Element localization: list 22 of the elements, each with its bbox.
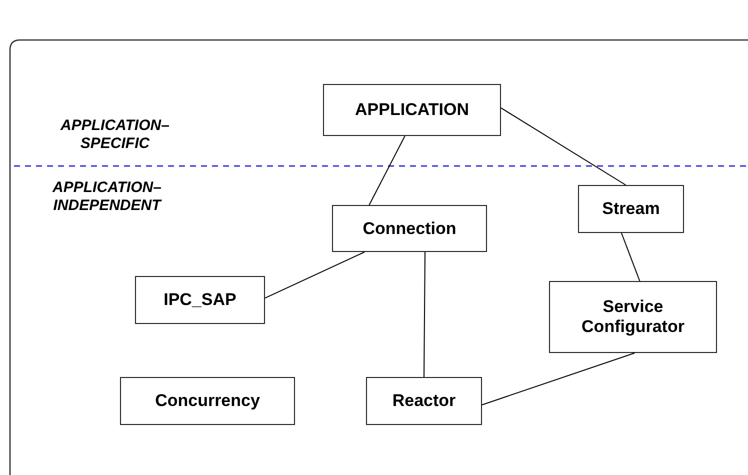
module-box <box>549 281 717 353</box>
module-box <box>332 205 487 252</box>
connector-line <box>500 107 626 186</box>
module-name: Stream <box>602 199 660 219</box>
layer-label: APPLICATION– SPECIFIC <box>59 117 170 153</box>
module-box <box>120 377 295 425</box>
module-name: Concurrency <box>155 391 260 411</box>
module-name: APPLICATION <box>355 100 469 120</box>
module-name: Reactor <box>392 391 456 411</box>
module-name: Service Configurator <box>580 297 686 337</box>
connector-line <box>368 136 406 206</box>
layer-label: APPLICATION– INDEPENDENT <box>51 179 163 215</box>
connector-line <box>482 352 636 406</box>
module-box <box>578 185 684 233</box>
module-box <box>366 377 482 425</box>
connector-line <box>424 252 426 378</box>
module-name: Connection <box>362 218 456 238</box>
connector-line <box>620 232 640 282</box>
module-box <box>135 276 265 324</box>
module-name: IPC_SAP <box>164 290 236 310</box>
module-box <box>323 84 501 136</box>
connector-line <box>264 252 366 299</box>
